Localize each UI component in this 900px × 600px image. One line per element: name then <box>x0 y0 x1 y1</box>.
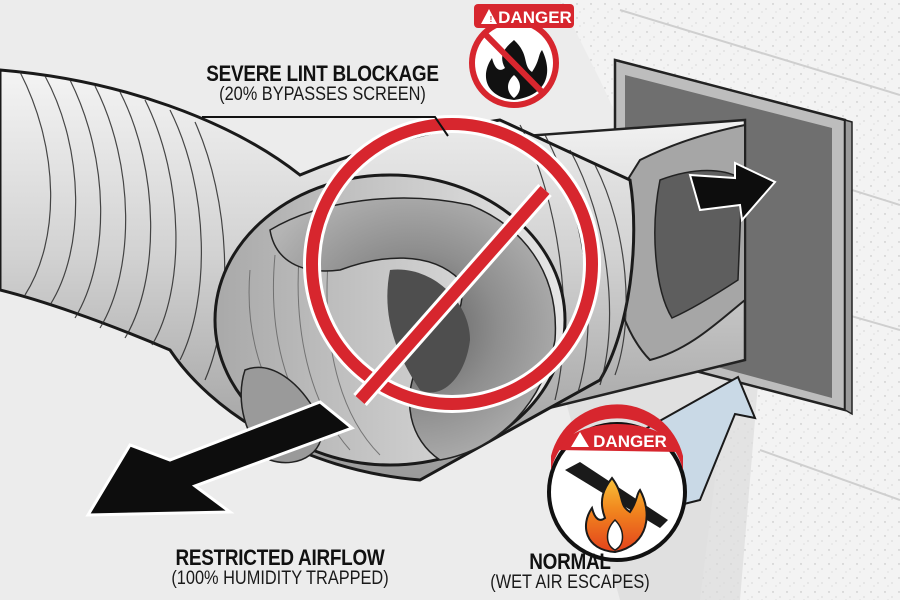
arrow-down-left-icon <box>85 400 355 517</box>
restricted-airflow-label: RESTRICTED AIRFLOW (100% HUMIDITY TRAPPE… <box>120 546 440 589</box>
normal-title: NORMAL <box>529 549 611 574</box>
danger-badge-bottom: DANGER <box>547 404 687 562</box>
prohibition-icon <box>303 115 601 413</box>
normal-label: NORMAL (WET AIR ESCAPES) <box>470 550 670 593</box>
warning-triangle-icon <box>571 432 589 447</box>
blockage-title: SEVERE LINT BLOCKAGE <box>206 61 439 86</box>
blockage-label: SEVERE LINT BLOCKAGE (20% BYPASSES SCREE… <box>180 62 465 105</box>
restricted-title: RESTRICTED AIRFLOW <box>175 545 385 570</box>
warning-triangle-icon <box>481 9 497 24</box>
danger-badge-top: ! DANGER <box>469 4 574 108</box>
no-fire-icon <box>483 32 548 100</box>
blockage-subtitle: (20% BYPASSES SCREEN) <box>219 84 426 106</box>
danger-text-bottom: DANGER <box>593 432 667 451</box>
danger-text-top: DANGER <box>498 8 572 27</box>
restricted-subtitle: (100% HUMIDITY TRAPPED) <box>171 568 389 590</box>
svg-text:!: ! <box>490 15 493 24</box>
fire-hose-icon <box>565 462 668 554</box>
arrow-right-icon <box>688 161 777 223</box>
normal-subtitle: (WET AIR ESCAPES) <box>490 572 650 594</box>
blockage-leader-line <box>202 116 449 137</box>
